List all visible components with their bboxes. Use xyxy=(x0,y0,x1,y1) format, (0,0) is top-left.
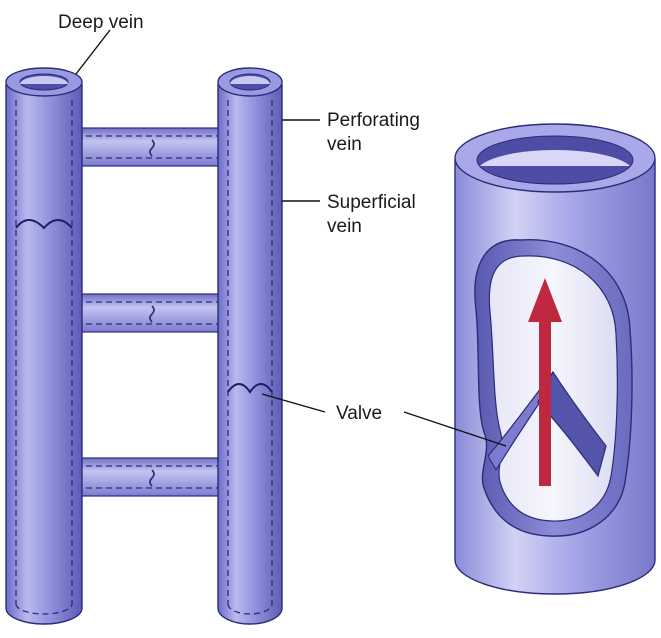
label-perforating-vein-line2: vein xyxy=(327,134,362,155)
vein-cutaway xyxy=(454,123,656,595)
label-perforating-vein-line1: Perforating xyxy=(327,110,420,131)
label-deep-vein: Deep vein xyxy=(58,12,144,33)
label-valve: Valve xyxy=(336,403,382,424)
superficial-vein-tube xyxy=(217,67,283,625)
vein-network xyxy=(5,67,283,625)
deep-vein-tube xyxy=(5,67,83,625)
leader-lines xyxy=(75,29,507,447)
upward-arrow-icon xyxy=(528,278,562,486)
label-superficial-vein-line2: vein xyxy=(327,216,362,237)
label-superficial-vein-line1: Superficial xyxy=(327,192,416,213)
perforating-vein-bridges xyxy=(61,127,231,497)
